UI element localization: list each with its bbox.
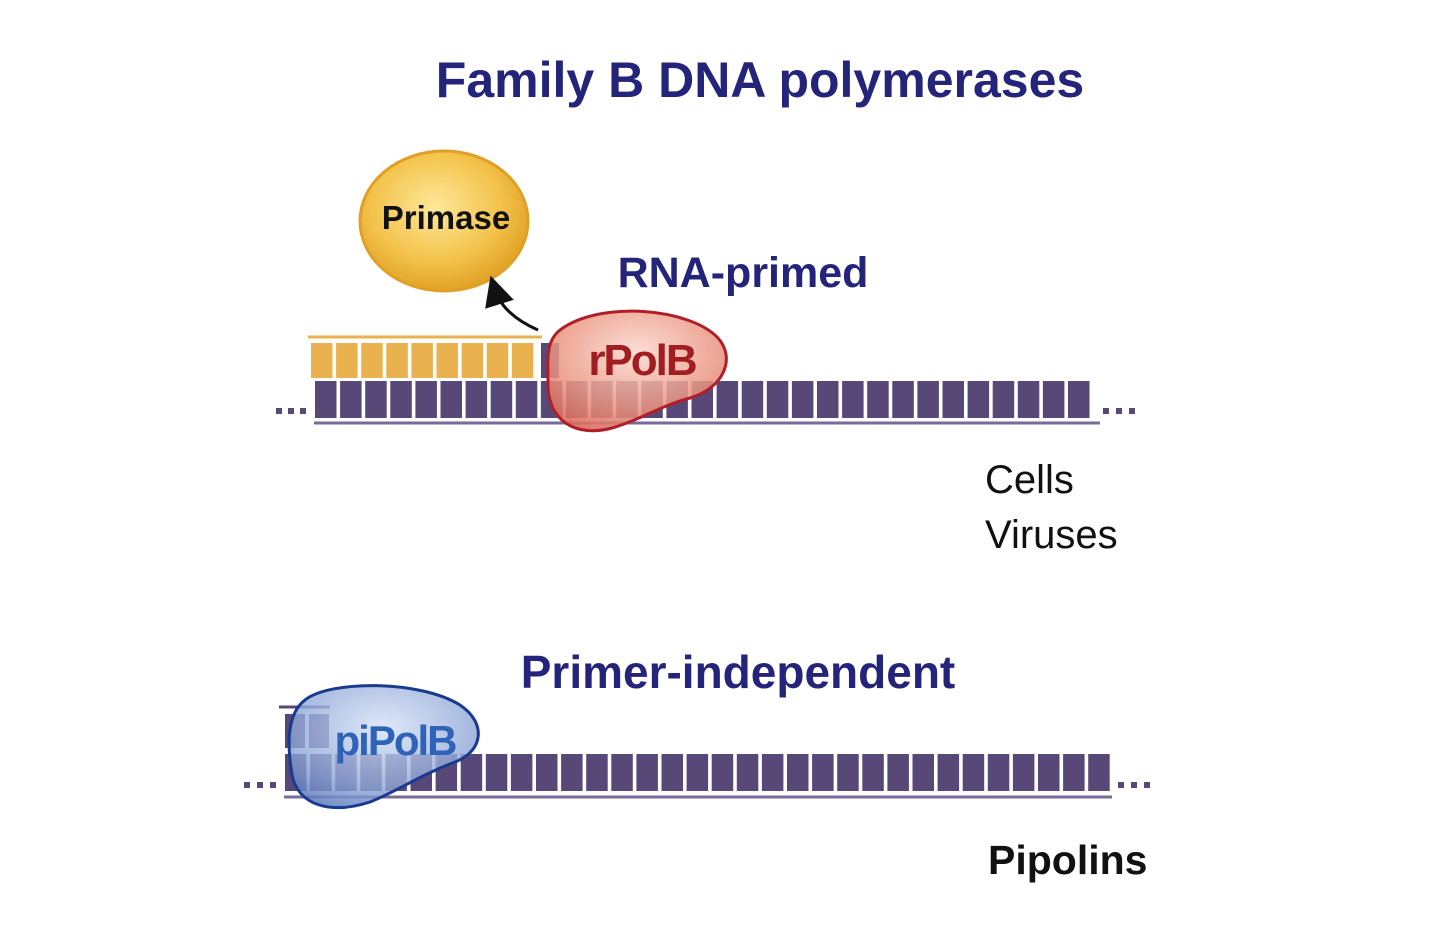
primase-label: Primase xyxy=(382,199,510,236)
template-nucleotide-block xyxy=(817,381,839,418)
rna-primer-block xyxy=(386,343,408,378)
rna-primer-block xyxy=(511,343,534,378)
template-nucleotide-block xyxy=(661,754,683,791)
template-nucleotide-block xyxy=(485,754,508,791)
template-nucleotide-block xyxy=(465,381,488,418)
template-nucleotide-block xyxy=(365,381,387,418)
template-nucleotide-block xyxy=(912,754,934,791)
rna-primed-heading: RNA-primed xyxy=(618,249,869,297)
rna-primer-block xyxy=(486,343,509,378)
diagram-title: Family B DNA polymerases xyxy=(436,52,1084,108)
template-nucleotide-block xyxy=(862,754,884,791)
template-nucleotide-block xyxy=(1063,754,1085,791)
pipolb-enzyme xyxy=(287,684,480,810)
template-nucleotide-block xyxy=(766,381,789,418)
template-nucleotide-block xyxy=(510,754,533,791)
template-nucleotide-block xyxy=(460,754,483,791)
template-nucleotide-block xyxy=(1068,381,1090,418)
template-nucleotide-block xyxy=(1038,754,1060,791)
template-nucleotide-block xyxy=(611,754,633,791)
rna-primer-block xyxy=(336,343,358,378)
bottom-dotted-left xyxy=(244,782,276,788)
template-nucleotide-block xyxy=(1088,754,1110,791)
template-nucleotide-block xyxy=(561,754,583,791)
template-nucleotide-block xyxy=(992,381,1015,418)
template-nucleotide-block xyxy=(636,754,658,791)
template-nucleotide-block xyxy=(837,754,859,791)
template-nucleotide-block xyxy=(761,754,784,791)
template-nucleotide-block xyxy=(962,754,985,791)
template-nucleotide-block xyxy=(586,754,608,791)
organism-pipolins: Pipolins xyxy=(988,837,1147,883)
template-nucleotide-block xyxy=(987,754,1010,791)
template-nucleotide-block xyxy=(315,381,337,418)
template-nucleotide-block xyxy=(1017,381,1040,418)
template-nucleotide-block xyxy=(490,381,513,418)
template-nucleotide-block xyxy=(887,754,909,791)
template-nucleotide-block xyxy=(842,381,864,418)
primer-independent-heading: Primer-independent xyxy=(521,646,956,698)
template-nucleotide-block xyxy=(736,754,759,791)
rna-primer-block xyxy=(361,343,383,378)
bottom-dotted-right xyxy=(1118,782,1150,788)
template-nucleotide-block xyxy=(440,381,462,418)
rna-primer-strand xyxy=(311,343,534,378)
template-nucleotide-block xyxy=(390,381,412,418)
template-nucleotide-block xyxy=(711,754,734,791)
template-nucleotide-block xyxy=(536,754,558,791)
rna-primer-block xyxy=(461,343,484,378)
organism-viruses: Viruses xyxy=(985,513,1118,557)
rna-primer-block xyxy=(311,343,333,378)
template-nucleotide-block xyxy=(937,754,960,791)
template-nucleotide-block xyxy=(917,381,939,418)
template-nucleotide-block xyxy=(791,381,814,418)
rna-primer-block xyxy=(411,343,433,378)
top-panel: Primase rPolB RNA-primed Cells Viruses xyxy=(276,149,1135,557)
template-nucleotide-block xyxy=(812,754,834,791)
organism-cells: Cells xyxy=(985,458,1074,502)
template-nucleotide-block xyxy=(515,381,538,418)
template-nucleotide-block xyxy=(340,381,362,418)
top-dotted-right xyxy=(1103,408,1135,414)
template-nucleotide-block xyxy=(942,381,964,418)
primase-release-arrow xyxy=(485,275,539,332)
rpolb-enzyme xyxy=(546,309,728,433)
template-nucleotide-block xyxy=(892,381,914,418)
rpolb-label: rPolB xyxy=(588,336,696,385)
template-nucleotide-block xyxy=(686,754,709,791)
pipolb-label: piPolB xyxy=(335,717,457,764)
template-nucleotide-block xyxy=(787,754,809,791)
bottom-panel: piPolB Primer-independent Pipolins xyxy=(244,646,1150,883)
primase-ellipse xyxy=(358,149,530,293)
template-nucleotide-block xyxy=(1012,754,1035,791)
rna-primer-block xyxy=(436,343,458,378)
template-nucleotide-block xyxy=(867,381,889,418)
template-nucleotide-block xyxy=(741,381,764,418)
template-nucleotide-block xyxy=(1042,381,1065,418)
template-nucleotide-block xyxy=(716,381,739,418)
top-dotted-left xyxy=(276,408,306,414)
template-nucleotide-block xyxy=(967,381,990,418)
template-nucleotide-block xyxy=(415,381,437,418)
